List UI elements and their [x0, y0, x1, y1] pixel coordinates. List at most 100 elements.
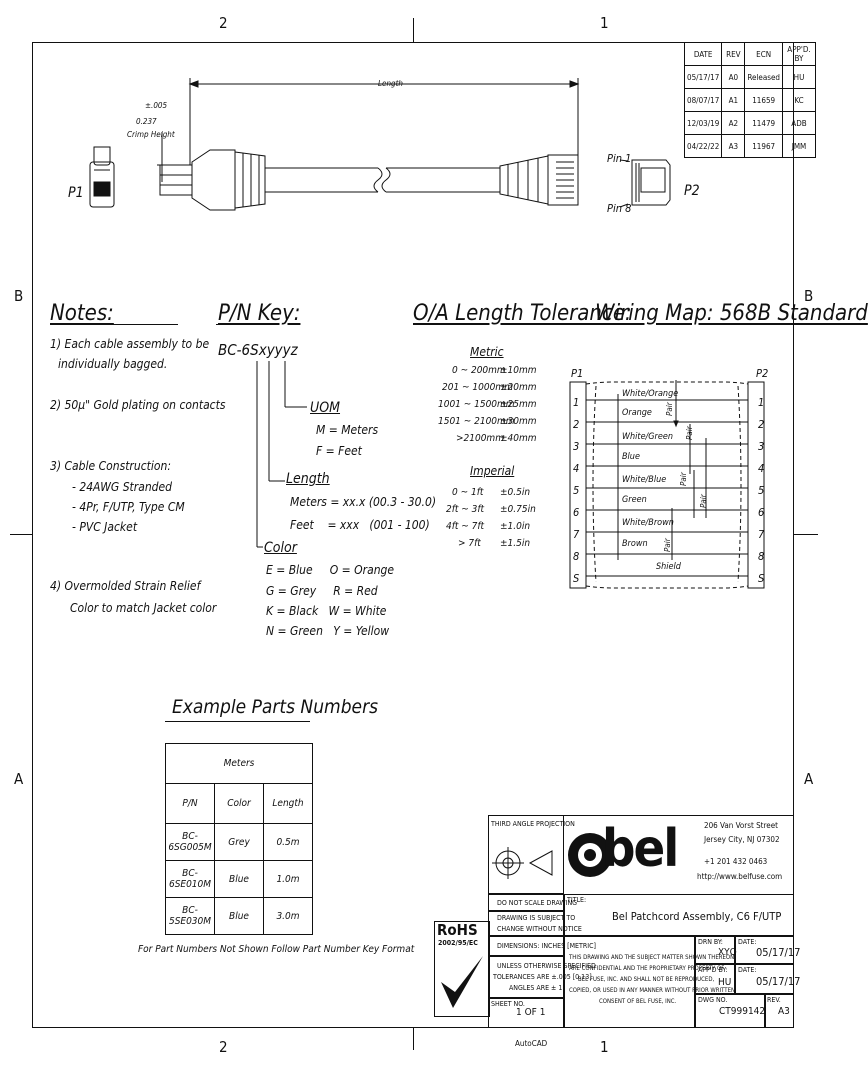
imperial-range: 0 ~ 1ft — [452, 487, 484, 498]
zone-label-top-left: 2 — [219, 14, 228, 32]
conf-5: CONSENT OF BEL FUSE, INC. — [599, 998, 677, 1005]
pin-label: S — [758, 572, 765, 585]
example-color: Blue — [214, 860, 264, 898]
conf-2: ARE CONFIDENTIAL AND THE PROPRIETARY PRO… — [569, 965, 725, 972]
crimp-height-label: Crimp Height — [127, 130, 175, 139]
subject-box — [488, 911, 564, 936]
tolerance-box — [488, 956, 564, 998]
metric-tol: ±20mm — [500, 382, 537, 393]
date1-value: 05/17/17 — [756, 946, 801, 959]
rohs-sub: 2002/95/EC — [438, 939, 478, 947]
approved-by-label: APP'D BY: — [698, 966, 728, 974]
rev-rev: A3 — [721, 134, 746, 158]
pn-key-title-rule — [216, 324, 276, 325]
rev-ecn: Released — [744, 65, 783, 89]
pin1-label: Pin 1 — [607, 152, 632, 165]
projection-box — [488, 815, 564, 894]
sheet-box — [488, 998, 564, 1028]
address-2: Jersey City, NJ 07302 — [704, 835, 780, 844]
website-link[interactable]: http://www.belfuse.com — [697, 872, 783, 881]
imperial-tol: ±1.0in — [500, 521, 531, 532]
zone-label-top-right: 1 — [600, 14, 609, 32]
rev-appd: JMM — [782, 134, 816, 158]
left-plug — [159, 149, 266, 211]
pin-label: 5 — [758, 484, 765, 497]
zone-tick-top — [413, 18, 414, 42]
wire-label: White/Orange — [622, 389, 679, 399]
length-label: Length — [378, 79, 403, 88]
sheet-label: SHEET NO. — [491, 1000, 525, 1008]
pin-label: 8 — [758, 550, 765, 563]
p1-connector-front-view — [89, 146, 115, 208]
tol-3: ANGLES ARE ± 1° — [509, 984, 566, 992]
bel-logo-text: bel — [602, 819, 679, 879]
projection-label: THIRD ANGLE PROJECTION — [491, 820, 575, 828]
pin-label: 6 — [758, 506, 765, 519]
rev-rev: A1 — [721, 88, 746, 112]
pn-uom-label: UOM — [310, 400, 341, 416]
drawn-by-label: DRN BY: — [698, 938, 723, 946]
length-dimension — [188, 78, 580, 165]
pin-label: 3 — [758, 440, 765, 453]
conf-3: BEL FUSE, INC. AND SHALL NOT BE REPRODUC… — [578, 976, 715, 983]
drawn-by-value: XYQ — [718, 947, 737, 958]
wiring-map-diagram — [569, 380, 765, 589]
p2-connector-end-view — [619, 159, 671, 208]
zone-label-left-b: B — [14, 287, 24, 305]
tol-2: TOLERANCES ARE ±.005 [0.13] — [493, 973, 592, 981]
examples-title: Example Parts Numbers — [172, 696, 379, 718]
note-1b: individually bagged. — [58, 357, 168, 371]
pin-label: 7 — [758, 528, 765, 541]
metric-tol: ±25mm — [500, 399, 537, 410]
rev-appd: ADB — [782, 111, 816, 135]
note-4b: Color to match Jacket color — [70, 601, 217, 615]
wire-label: White/Green — [622, 432, 673, 442]
imperial-tol: ±0.75in — [500, 504, 536, 515]
third-angle-projection-icon — [492, 847, 553, 879]
pin-label: 4 — [758, 462, 765, 475]
metric-range: >2100mm — [456, 433, 504, 444]
examples-col-pn: P/N — [165, 783, 215, 824]
metric-tol: ±30mm — [500, 416, 537, 427]
wiring-shield-label: Shield — [656, 562, 681, 572]
examples-col-color: Color — [214, 783, 264, 824]
noscale-label: DO NOT SCALE DRAWING — [497, 899, 578, 907]
note-4a: 4) Overmolded Strain Relief — [50, 579, 201, 593]
bel-logo: bel — [564, 815, 684, 894]
approved-by-box — [695, 964, 735, 994]
rev-ecn: 11659 — [744, 88, 783, 112]
dwg-no-box — [695, 994, 765, 1028]
metric-tol: ±40mm — [500, 433, 537, 444]
examples-title-rule — [165, 721, 310, 722]
p1-label: P1 — [68, 185, 84, 201]
wire-label: Orange — [622, 408, 652, 418]
pn-length-meters: Meters = xx.x (00.3 - 30.0) — [290, 495, 437, 509]
notes-title-rule — [50, 324, 178, 325]
drawn-by-box — [695, 936, 735, 964]
zone-tick-left — [10, 534, 32, 535]
pair-label: Pair — [665, 402, 674, 416]
cable-assembly-drawing — [89, 78, 671, 211]
example-pn: BC-5SE030M — [165, 897, 215, 935]
rohs-mark: RoHS 2002/95/EC — [434, 921, 490, 1017]
metric-range: 1501 ~ 2100mm — [438, 416, 515, 427]
rev-ecn: 11479 — [744, 111, 783, 135]
rev-label: REV. — [767, 996, 781, 1004]
imperial-range: 2ft ~ 3ft — [446, 504, 485, 515]
zone-tick-right — [794, 534, 818, 535]
tolerance-title: O/A Length Tolerance: — [413, 301, 632, 326]
tolerance-metric-heading: Metric — [470, 345, 504, 359]
title-box — [564, 894, 794, 936]
drawing-border — [32, 42, 794, 1028]
rev-ecn: 11967 — [744, 134, 783, 158]
pn-color-label: Color — [264, 540, 297, 556]
note-2: 2) 50µ" Gold plating on contacts — [50, 398, 226, 412]
pin8-label: Pin 8 — [607, 202, 632, 215]
title-label: TITLE: — [567, 896, 587, 904]
zone-label-right-b: B — [804, 287, 814, 305]
pin-label: S — [573, 572, 580, 585]
address-1: 206 Van Vorst Street — [704, 821, 778, 830]
